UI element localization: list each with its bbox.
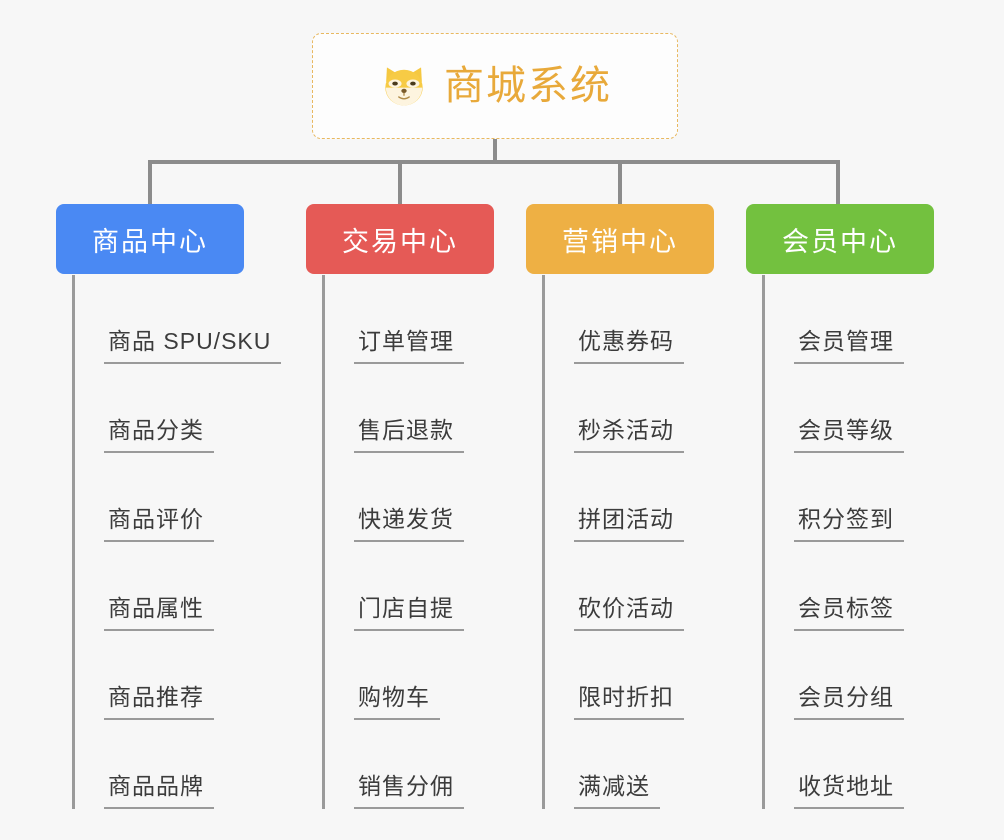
category-header-member-center[interactable]: 会员中心 (746, 204, 934, 274)
leaf-label: 订单管理 (358, 328, 454, 354)
leaf-item[interactable]: 订单管理 (322, 275, 552, 364)
category-label: 会员中心 (782, 226, 898, 257)
leaf-label: 会员等级 (798, 417, 894, 443)
leaf-label: 门店自提 (358, 595, 454, 621)
connector-drop-col-3 (836, 160, 840, 204)
connector-root-stem (493, 139, 497, 164)
connector-drop-col-1 (398, 160, 402, 204)
leaf-label: 商品推荐 (108, 684, 204, 710)
category-header-trade-center[interactable]: 交易中心 (306, 204, 494, 274)
shiba-dog-face-icon (378, 60, 430, 112)
connector-bus (148, 160, 839, 164)
leaf-label: 收货地址 (798, 773, 894, 799)
leaf-item[interactable]: 门店自提 (322, 542, 552, 631)
leaf-item[interactable]: 商品 SPU/SKU (72, 275, 302, 364)
leaf-item[interactable]: 限时折扣 (542, 631, 772, 720)
category-header-product-center[interactable]: 商品中心 (56, 204, 244, 274)
leaf-label: 售后退款 (358, 417, 454, 443)
leaf-item[interactable]: 秒杀活动 (542, 364, 772, 453)
leaf-label: 商品评价 (108, 506, 204, 532)
leaf-item[interactable]: 商品评价 (72, 453, 302, 542)
leaf-item[interactable]: 售后退款 (322, 364, 552, 453)
leaf-label: 快递发货 (358, 506, 454, 532)
leaf-label: 会员分组 (798, 684, 894, 710)
column-spine (72, 275, 75, 809)
leaf-label: 拼团活动 (578, 506, 674, 532)
leaf-item[interactable]: 砍价活动 (542, 542, 772, 631)
leaf-label: 商品属性 (108, 595, 204, 621)
leaf-label: 限时折扣 (578, 684, 674, 710)
leaf-column-product-center: 商品 SPU/SKU 商品分类 商品评价 商品属性 商品推荐 商品品牌 (72, 275, 302, 809)
leaf-label: 销售分佣 (358, 773, 454, 799)
leaf-label: 购物车 (358, 684, 430, 710)
leaf-label: 砍价活动 (578, 595, 674, 621)
leaf-item[interactable]: 拼团活动 (542, 453, 772, 542)
leaf-label: 优惠券码 (578, 328, 674, 354)
leaf-item[interactable]: 商品品牌 (72, 720, 302, 809)
leaf-item[interactable]: 会员标签 (762, 542, 992, 631)
leaf-item[interactable]: 积分签到 (762, 453, 992, 542)
category-label: 商品中心 (92, 226, 208, 257)
leaf-item[interactable]: 满减送 (542, 720, 772, 809)
leaf-item[interactable]: 购物车 (322, 631, 552, 720)
leaf-column-member-center: 会员管理 会员等级 积分签到 会员标签 会员分组 收货地址 (762, 275, 992, 809)
connector-drop-col-2 (618, 160, 622, 204)
connector-drop-col-0 (148, 160, 152, 204)
leaf-label: 积分签到 (798, 506, 894, 532)
leaf-label: 秒杀活动 (578, 417, 674, 443)
leaf-column-trade-center: 订单管理 售后退款 快递发货 门店自提 购物车 销售分佣 (322, 275, 552, 809)
category-label: 交易中心 (342, 226, 458, 257)
leaf-item[interactable]: 快递发货 (322, 453, 552, 542)
leaf-item[interactable]: 会员等级 (762, 364, 992, 453)
root-title: 商城系统 (444, 64, 612, 108)
leaf-label: 商品分类 (108, 417, 204, 443)
column-spine (322, 275, 325, 809)
leaf-label: 商品品牌 (108, 773, 204, 799)
leaf-label: 会员标签 (798, 595, 894, 621)
leaf-item[interactable]: 会员分组 (762, 631, 992, 720)
root-node-shopping-mall-system[interactable]: 商城系统 (312, 33, 678, 139)
leaf-item[interactable]: 会员管理 (762, 275, 992, 364)
column-spine (762, 275, 765, 809)
leaf-label: 商品 SPU/SKU (108, 328, 272, 354)
leaf-item[interactable]: 销售分佣 (322, 720, 552, 809)
leaf-item[interactable]: 商品分类 (72, 364, 302, 453)
leaf-item[interactable]: 收货地址 (762, 720, 992, 809)
leaf-item[interactable]: 商品推荐 (72, 631, 302, 720)
column-spine (542, 275, 545, 809)
category-header-marketing-center[interactable]: 营销中心 (526, 204, 714, 274)
category-label: 营销中心 (562, 226, 678, 257)
leaf-column-marketing-center: 优惠券码 秒杀活动 拼团活动 砍价活动 限时折扣 满减送 (542, 275, 772, 809)
leaf-item[interactable]: 商品属性 (72, 542, 302, 631)
leaf-label: 满减送 (578, 773, 650, 799)
leaf-label: 会员管理 (798, 328, 894, 354)
leaf-item[interactable]: 优惠券码 (542, 275, 772, 364)
